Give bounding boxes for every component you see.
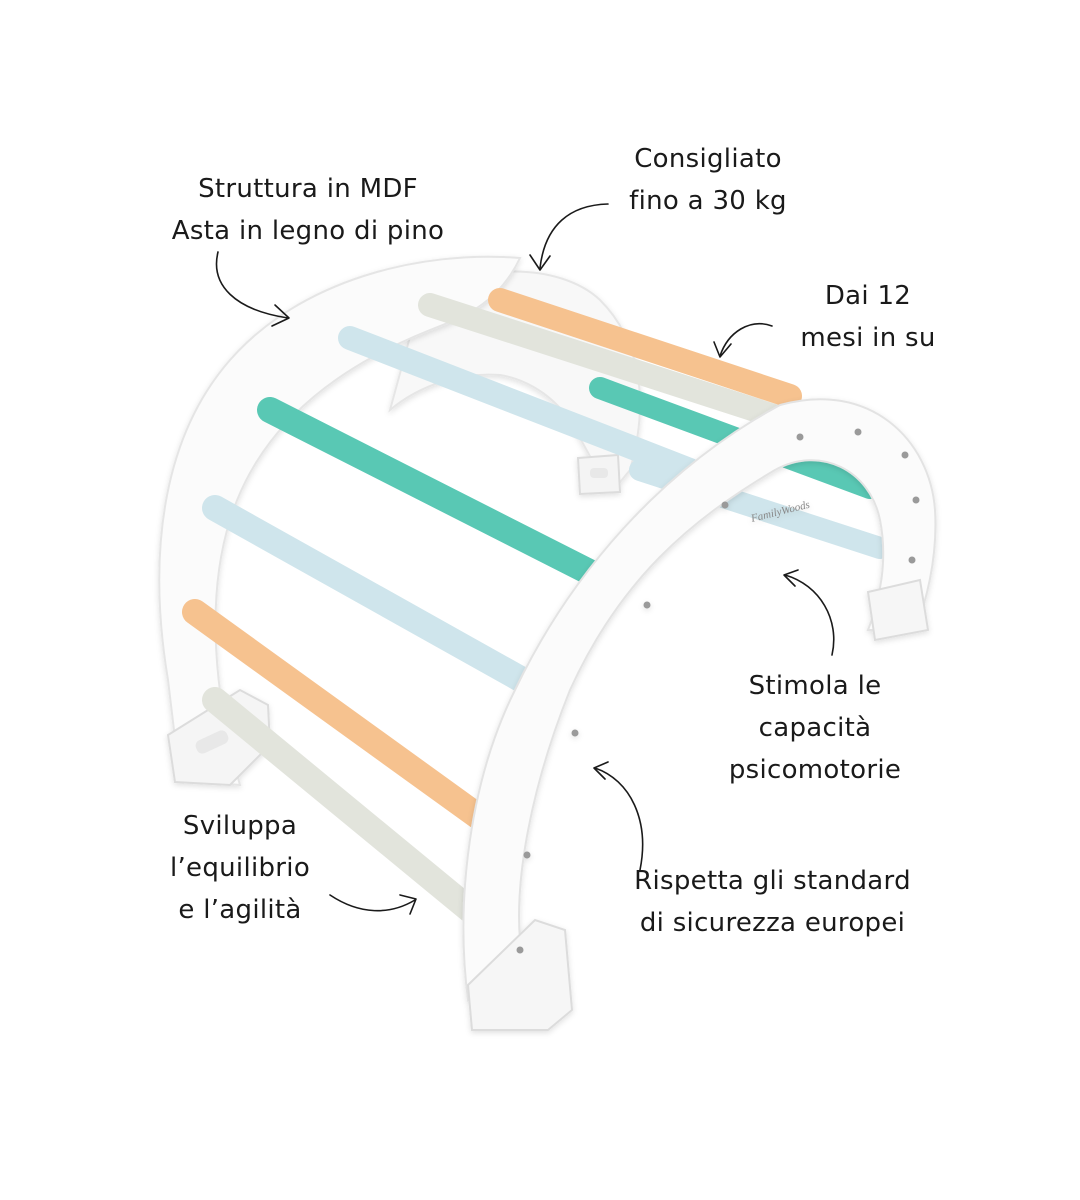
label-line: mesi in su — [800, 323, 936, 353]
screw-holes — [516, 428, 920, 954]
label-line: Sviluppa — [182, 811, 298, 841]
label-line: di sicurezza europei — [639, 908, 906, 938]
rungs — [182, 288, 802, 923]
label-line: Stimola le — [748, 671, 882, 701]
arrow-age — [713, 322, 773, 358]
arrow-weight — [529, 203, 609, 271]
label-line: psicomotorie — [728, 755, 902, 785]
label-weight: Consigliato fino a 30 kg — [598, 138, 818, 222]
rung-grey-top — [418, 293, 792, 430]
label-balance: Sviluppa l’equilibrio e l’agilità — [140, 805, 340, 931]
label-age: Dai 12 mesi in su — [768, 275, 968, 359]
arrow-frame — [215, 251, 290, 327]
label-frame-material: Struttura in MDF Asta in legno di pino — [143, 168, 473, 252]
rung-orange-top — [488, 288, 802, 408]
rung-orange-bottom — [182, 599, 503, 838]
rung-light-blue-1 — [338, 326, 702, 482]
rung-teal — [257, 397, 618, 593]
label-safety: Rispetta gli standard di sicurezza europ… — [600, 860, 945, 944]
arrow-safety — [593, 761, 644, 871]
label-line: Consigliato — [634, 144, 782, 174]
label-line: Asta in legno di pino — [171, 216, 445, 246]
label-line: e l’agilità — [178, 895, 302, 925]
label-line: fino a 30 kg — [629, 186, 787, 216]
label-line: capacità — [758, 713, 872, 743]
label-skills: Stimola le capacità psicomotorie — [690, 665, 940, 791]
rung-light-blue-2 — [202, 495, 553, 703]
label-line: Struttura in MDF — [198, 174, 418, 204]
arrow-skills — [783, 569, 835, 656]
label-line: Dai 12 — [824, 281, 912, 311]
label-line: Rispetta gli standard — [634, 866, 911, 896]
rung-grey-bottom — [202, 687, 483, 923]
label-line: l’equilibrio — [169, 853, 311, 883]
arrow-balance — [329, 894, 417, 915]
